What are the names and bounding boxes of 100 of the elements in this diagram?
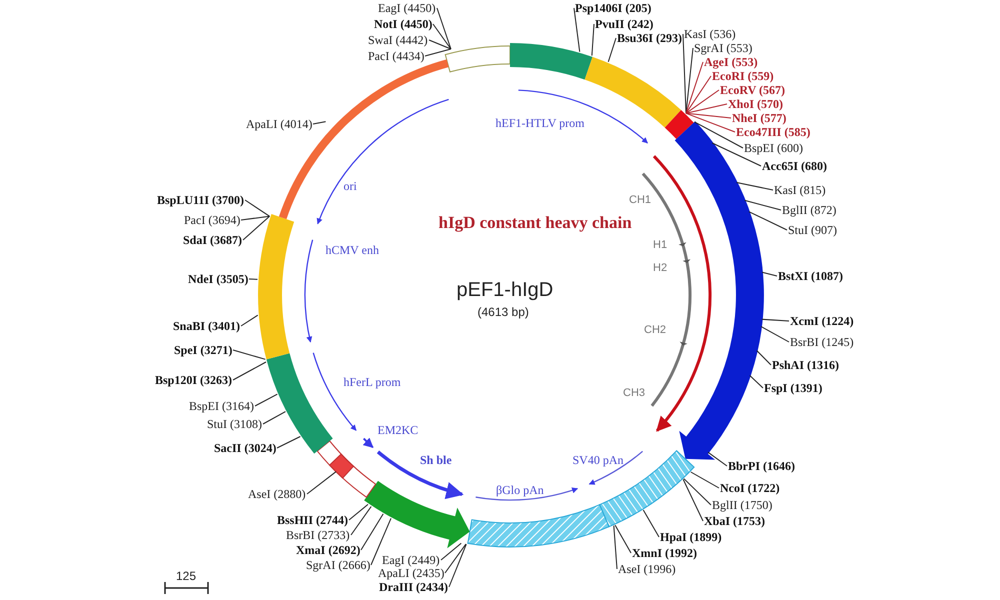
site-label: BspLU11I (3700) — [157, 194, 244, 206]
leader-line — [690, 472, 720, 488]
feature-label: hFerL prom — [344, 376, 401, 388]
site-label: FspI (1391) — [764, 382, 822, 394]
site-label: BsrBI (2733) — [286, 528, 350, 542]
site-label: EcoRI (559) — [712, 70, 774, 82]
leader-line — [444, 544, 466, 574]
leader-line — [574, 8, 580, 52]
gene-label: hIgD constant heavy chain — [438, 212, 632, 232]
leader-line — [276, 436, 301, 448]
domain-label: H1 — [653, 238, 668, 252]
site-label: SpeI (3271) — [174, 344, 232, 356]
leader-line — [686, 76, 712, 114]
leader-line — [708, 452, 728, 466]
site-label: NotI (4450) — [374, 18, 432, 30]
leader-line — [432, 24, 452, 50]
scale-label: 125 — [176, 570, 196, 582]
site-label: ApaLI (2435) — [378, 566, 444, 580]
site-label: PacI (4434) — [368, 50, 424, 62]
site-label: BspEI (3164) — [189, 400, 254, 412]
site-label: KasI (536) — [684, 28, 736, 40]
leader-line — [306, 471, 336, 494]
site-label: XmnI (1992) — [632, 546, 697, 560]
site-label: DraIII (2434) — [379, 580, 448, 594]
site-label: AgeI (553) — [704, 56, 758, 68]
site-label: PacI (3694) — [184, 214, 240, 226]
leader-line — [360, 513, 384, 550]
domain-label: CH3 — [623, 386, 646, 400]
feature-label: ori — [344, 180, 357, 192]
site-label: BglII (1750) — [712, 498, 772, 512]
leader-line — [682, 34, 686, 114]
site-label: StuI (3108) — [207, 418, 262, 430]
leader-line — [232, 350, 266, 360]
site-label: BstXI (1087) — [778, 270, 843, 282]
site-label: XmaI (2692) — [296, 544, 360, 556]
leader-line — [686, 112, 736, 132]
site-label: StuI (907) — [788, 224, 837, 236]
domain-label: CH1 — [629, 194, 652, 206]
site-label: Bsp120I (3263) — [155, 374, 232, 386]
site-label: XhoI (570) — [728, 98, 784, 110]
site-label: NcoI (1722) — [720, 482, 780, 494]
site-label: BglII (872) — [782, 204, 836, 216]
leader-line — [736, 182, 774, 190]
leader-line — [760, 326, 790, 342]
feature-label: βGlo pAn — [496, 484, 544, 496]
leader-line — [312, 121, 326, 124]
feature-label: EM2KC — [378, 424, 418, 436]
leader-line — [756, 350, 772, 366]
feature-label: hCMV enh — [326, 244, 379, 256]
leader-line — [686, 48, 694, 114]
leader-line — [614, 524, 632, 554]
domain-label: CH2 — [644, 324, 666, 336]
site-label: SgrAI (2666) — [306, 558, 370, 572]
leader-line — [240, 216, 270, 220]
leader-line — [686, 104, 728, 114]
feature-label: hEF1-HTLV prom — [496, 116, 585, 130]
leader-line — [748, 211, 788, 230]
site-label: SacII (3024) — [214, 442, 276, 454]
leader-line — [686, 62, 704, 114]
site-label: KasI (815) — [774, 184, 826, 196]
leader-line — [424, 48, 452, 56]
leader-line — [683, 478, 712, 506]
site-label: SdaI (3687) — [183, 234, 242, 246]
leader-line — [686, 112, 732, 118]
feature-label: SV40 pAn — [572, 454, 624, 466]
site-label: BssHII (2744) — [277, 514, 348, 526]
site-label: Eco47III (585) — [736, 126, 810, 138]
leader-line — [436, 8, 452, 50]
leader-line — [744, 200, 782, 210]
site-label: ApaLI (4014) — [246, 118, 312, 130]
leader-line — [350, 506, 372, 536]
leader-line — [682, 478, 704, 522]
site-label: EagI (2449) — [382, 554, 440, 566]
site-label: NdeI (3505) — [188, 272, 248, 286]
leader-line — [242, 216, 270, 240]
leader-line — [448, 544, 467, 588]
site-label: EcoRV (567) — [720, 84, 786, 96]
leader-line — [440, 542, 462, 560]
site-label: PvuII (242) — [595, 18, 654, 30]
site-label: SwaI (4442) — [368, 34, 428, 46]
site-label: XcmI (1224) — [790, 314, 854, 328]
leader-line — [686, 90, 720, 114]
leader-line — [608, 38, 616, 62]
leader-line — [749, 375, 764, 388]
site-label: Bsu36I (293) — [617, 32, 682, 44]
leader-line — [232, 362, 266, 380]
leader-line — [428, 40, 452, 50]
domain-label: H2 — [653, 262, 668, 274]
leader-line — [642, 510, 660, 538]
site-label: BbrPI (1646) — [728, 460, 795, 472]
site-label: AseI (2880) — [248, 488, 306, 500]
leader-line — [240, 314, 258, 326]
leader-line — [591, 24, 594, 56]
site-label: Acc65I (680) — [762, 160, 827, 172]
site-label: NheI (577) — [732, 112, 786, 124]
leader-line — [613, 525, 618, 570]
site-label: XbaI (1753) — [704, 514, 766, 528]
leader-line — [370, 518, 392, 566]
site-label: SnaBI (3401) — [173, 320, 240, 332]
leader-line — [254, 394, 278, 406]
